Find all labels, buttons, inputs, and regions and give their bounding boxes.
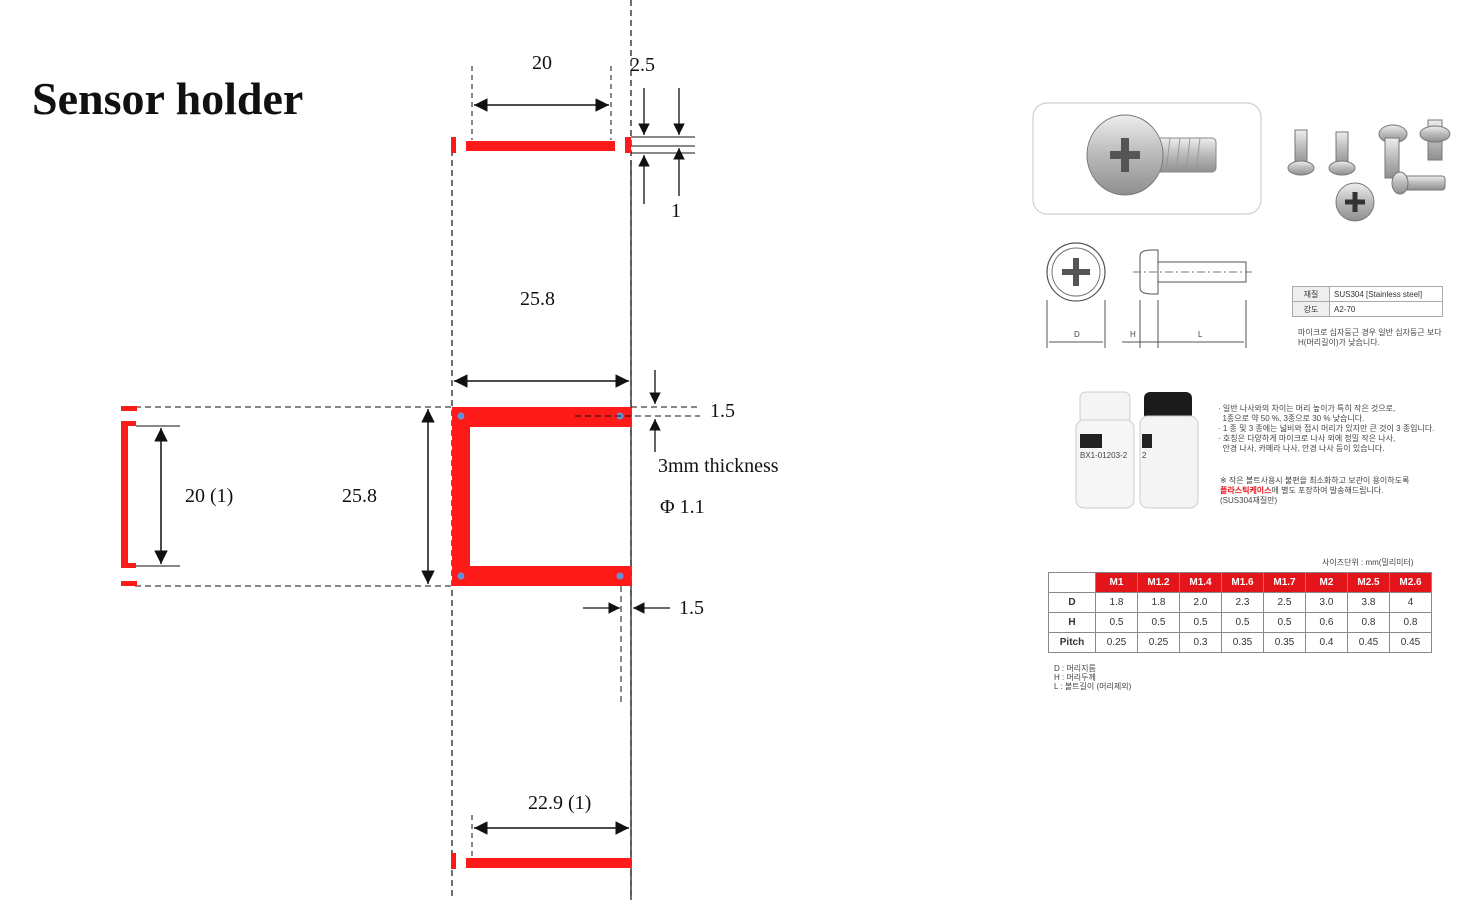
table-cell: 0.3 — [1179, 632, 1222, 653]
column-header: M1.4 — [1179, 572, 1222, 593]
column-header: M2.5 — [1347, 572, 1390, 593]
dim-top-thickness: 1 — [671, 200, 681, 222]
unit-label: 사이즈단위 : mm(밀리미터) — [1322, 558, 1414, 567]
table-cell: 0.6 — [1305, 612, 1348, 633]
column-header: M1 — [1095, 572, 1138, 593]
thickness-note: 3mm thickness — [658, 455, 779, 477]
dim-bottom-width: 22.9 (1) — [528, 792, 592, 814]
bottle-label-1: BX1-01203-2 — [1080, 451, 1128, 460]
hole-note: Φ 1.1 — [660, 496, 705, 518]
material-note: 마이크로 십자둥근 경우 일반 십자둥근 보다 H(머리길이)가 낮습니다. — [1298, 328, 1442, 347]
table-cell: 0.25 — [1095, 632, 1138, 653]
row-header: H — [1048, 612, 1096, 633]
table-cell: 0.45 — [1389, 632, 1432, 653]
bottle-label-2: 2 — [1142, 451, 1147, 460]
dim-bottom-wall: 1.5 — [679, 597, 704, 619]
table-cell: 0.5 — [1221, 612, 1264, 633]
table-cell: 0.35 — [1221, 632, 1264, 653]
table-cell: 3.0 — [1305, 592, 1348, 613]
dim-body-height: 25.8 — [342, 485, 377, 507]
dim-top-gap: 2.5 — [630, 54, 655, 76]
table-cell: 2.3 — [1221, 592, 1264, 613]
table-cell: 0.4 — [1305, 632, 1348, 653]
row-header: Pitch — [1048, 632, 1096, 653]
legend-d: D : 머리지름 — [1054, 664, 1096, 673]
drawing-label-d: D — [1074, 330, 1080, 339]
dim-body-width: 25.8 — [520, 288, 555, 310]
legend-l: L : 볼트길이 (머리제외) — [1054, 682, 1132, 691]
screw-description: · 일반 나사와의 차이는 머리 높이가 특히 작은 것으로, 1종으로 약 5… — [1218, 404, 1435, 453]
column-header: M1.7 — [1263, 572, 1306, 593]
bottom-red-bar — [466, 858, 631, 868]
column-header: M1.6 — [1221, 572, 1264, 593]
table-cell: 1.8 — [1137, 592, 1180, 613]
table-corner — [1048, 572, 1096, 593]
table-cell: 1.8 — [1095, 592, 1138, 613]
column-header: M2 — [1305, 572, 1348, 593]
table-cell: 0.45 — [1347, 632, 1390, 653]
table-cell: 0.5 — [1137, 612, 1180, 633]
table-cell: 0.35 — [1263, 632, 1306, 653]
table-cell: 4 — [1389, 592, 1432, 613]
table-cell: 2.5 — [1263, 592, 1306, 613]
table-cell: 3.8 — [1347, 592, 1390, 613]
drawing-label-l: L — [1198, 330, 1203, 339]
dim-left-height: 20 (1) — [185, 485, 234, 507]
left-red-bar — [121, 421, 128, 566]
table-cell: 0.5 — [1263, 612, 1306, 633]
drawing-label-h: H — [1130, 330, 1136, 339]
table-cell: 0.8 — [1347, 612, 1390, 633]
row-header: D — [1048, 592, 1096, 613]
table-cell: 0.5 — [1095, 612, 1138, 633]
packaging-note: ※ 작은 볼트사용시 불편을 최소화하고 보관이 용이하도록 플라스틱케이스에 … — [1220, 476, 1410, 505]
holder-body — [452, 407, 631, 586]
table-cell: 0.8 — [1389, 612, 1432, 633]
column-header: M1.2 — [1137, 572, 1180, 593]
column-header: M2.6 — [1389, 572, 1432, 593]
page-title: Sensor holder — [32, 73, 304, 124]
table-cell: 0.25 — [1137, 632, 1180, 653]
table-cell: 0.5 — [1179, 612, 1222, 633]
table-cell: 2.0 — [1179, 592, 1222, 613]
legend-h: H : 머리두께 — [1054, 673, 1096, 682]
top-red-bar — [466, 141, 615, 151]
dim-top-width: 20 — [532, 52, 552, 74]
dim-wall: 1.5 — [710, 400, 735, 422]
